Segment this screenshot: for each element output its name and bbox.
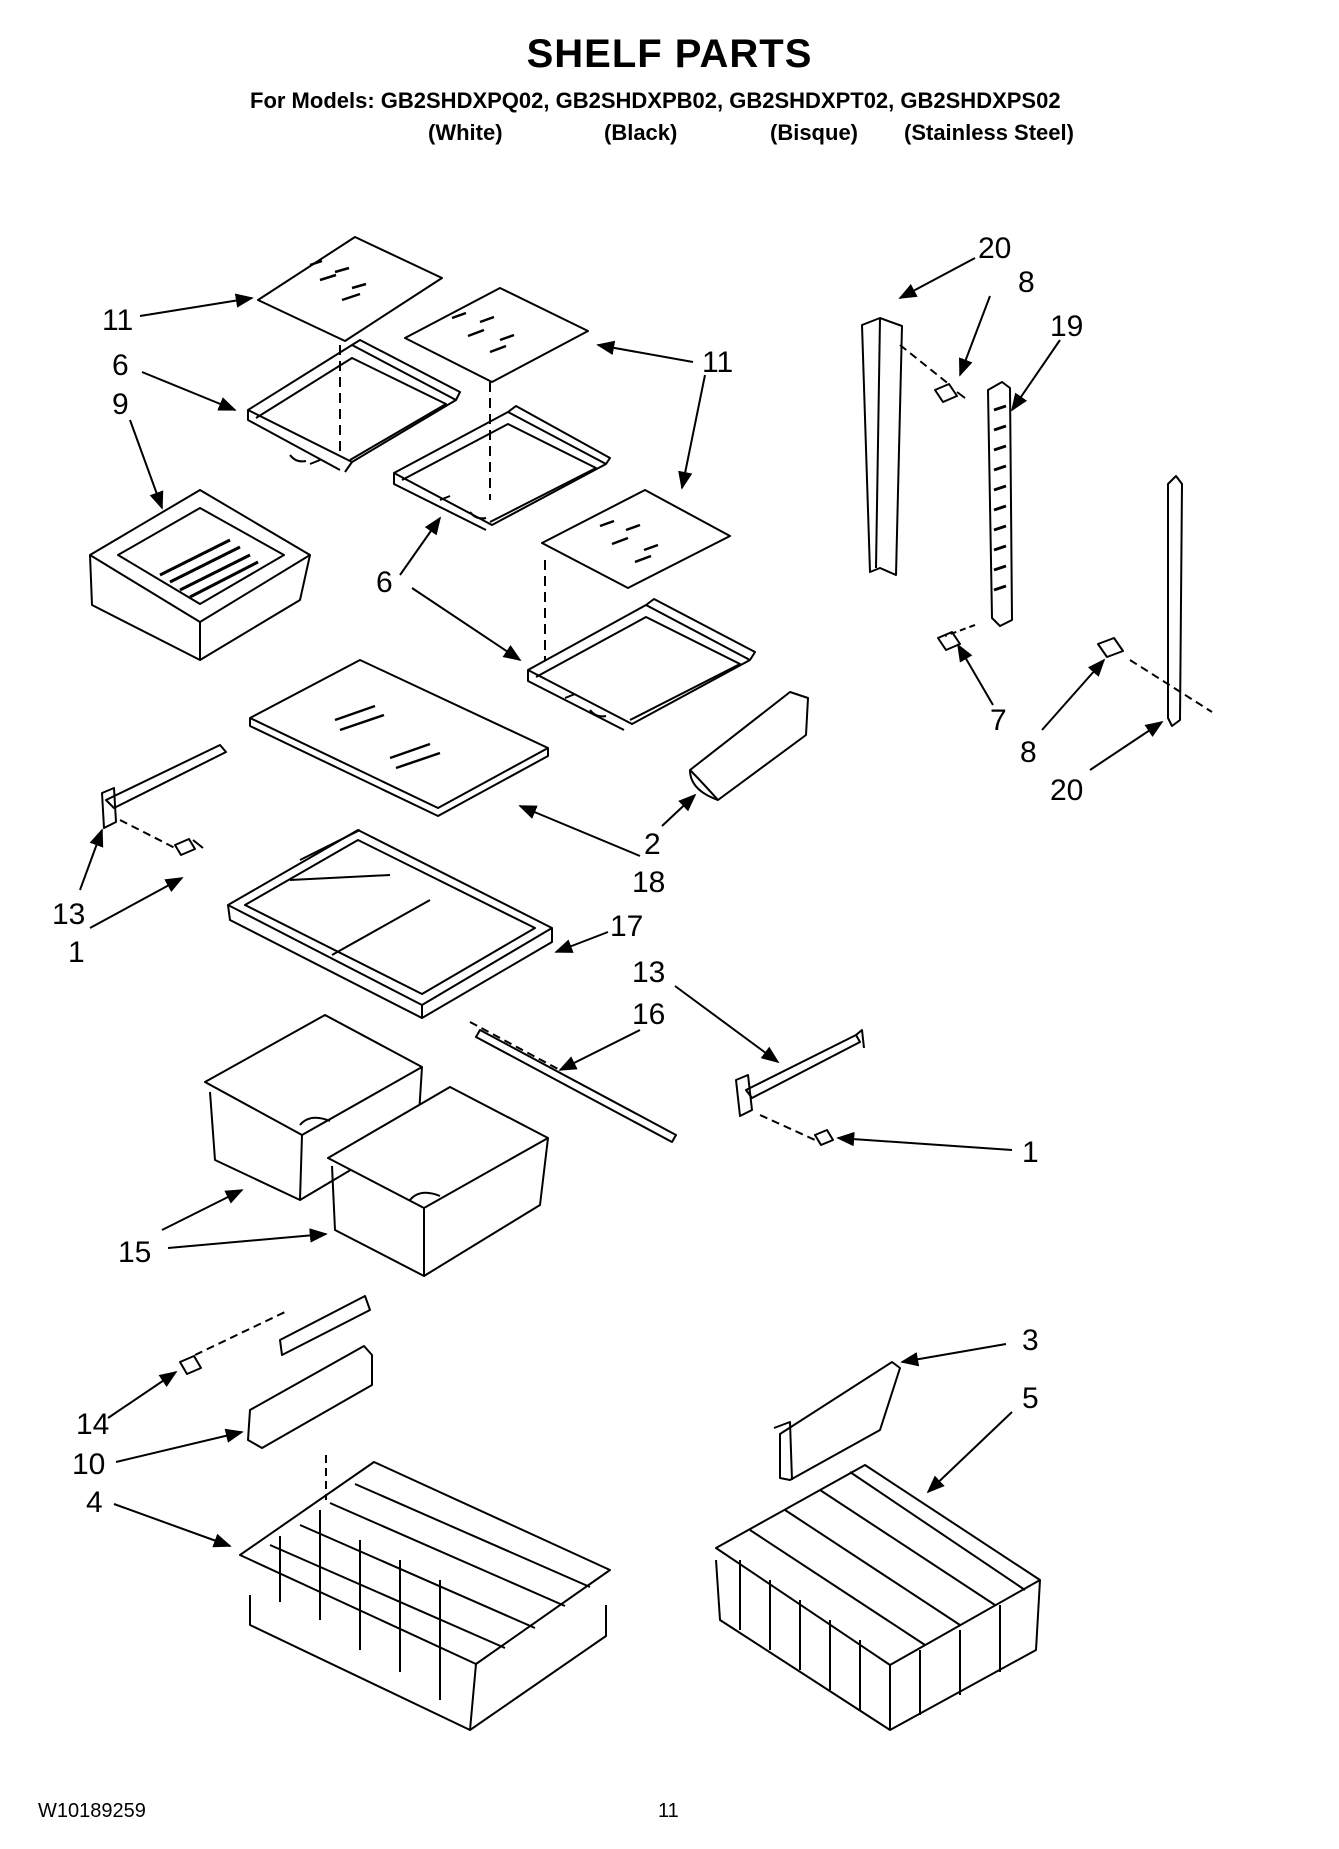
screw-part-8-bottom — [1097, 637, 1124, 658]
color-stainless: (Stainless Steel) — [904, 120, 1074, 145]
screw-part-14 — [179, 1355, 202, 1375]
shelf-frame-part-6-b — [393, 382, 611, 531]
callout-16: 16 — [632, 998, 665, 1031]
glass-shelf-part-11-a — [257, 236, 443, 342]
callout-4: 4 — [86, 1486, 103, 1519]
basket-divider-part-10 — [194, 1295, 373, 1500]
glass-shelf-part-18 — [249, 659, 549, 817]
wire-basket-part-4 — [239, 1461, 611, 1731]
glass-shelf-part-11-c — [541, 489, 731, 589]
rear-rail-part-20-right — [1129, 475, 1213, 727]
page-title: SHELF PARTS — [526, 32, 813, 76]
drawer-frame-part-17 — [227, 829, 561, 1071]
callout-3: 3 — [1022, 1324, 1039, 1357]
callout-20-top: 20 — [978, 232, 1011, 265]
callout-17: 17 — [610, 910, 643, 943]
callout-8-top: 8 — [1018, 266, 1035, 299]
pan-slide-part-13-right — [735, 1029, 865, 1146]
callout-1-left: 1 — [68, 936, 85, 969]
color-white: (White) — [428, 120, 503, 145]
wire-basket-part-5 — [715, 1464, 1041, 1731]
glass-shelf-part-11-b — [404, 287, 589, 383]
rear-rail-part-20-left — [861, 317, 951, 576]
document-number: W10189259 — [38, 1800, 146, 1822]
callout-2: 2 — [644, 828, 661, 861]
screw-part-7 — [937, 631, 961, 651]
screw-part-8-top — [934, 383, 966, 403]
color-black: (Black) — [604, 120, 678, 145]
callout-18: 18 — [632, 866, 665, 899]
shelf-frame-part-6-a — [247, 339, 461, 473]
callout-13-left: 13 — [52, 898, 85, 931]
rod-part-16 — [475, 1029, 677, 1143]
models-line: For Models: GB2SHDXPQ02, GB2SHDXPB02, GB… — [250, 88, 1061, 113]
callout-8-bottom: 8 — [1020, 736, 1037, 769]
basket-divider-part-3 — [773, 1361, 901, 1481]
callout-14: 14 — [76, 1408, 109, 1441]
callout-19: 19 — [1050, 310, 1083, 343]
callout-6-middle: 6 — [376, 566, 393, 599]
rear-rail-part-19 — [944, 381, 1013, 637]
crisper-drawer-part-9 — [89, 489, 311, 661]
callout-11-left: 11 — [102, 304, 133, 337]
pan-part-15-b — [327, 1086, 549, 1277]
leader-lines — [79, 257, 1164, 1548]
shelf-frame-part-6-c — [527, 560, 756, 731]
callout-15: 15 — [118, 1236, 151, 1269]
callout-10: 10 — [72, 1448, 105, 1481]
pan-slide-part-13-left — [101, 744, 227, 856]
callout-11-right: 11 — [702, 346, 733, 379]
page-number: 11 — [658, 1800, 679, 1822]
callout-7: 7 — [990, 704, 1007, 737]
callout-6-top: 6 — [112, 349, 129, 382]
callout-13-right: 13 — [632, 956, 665, 989]
callout-labels: 20 8 19 11 6 9 11 6 7 8 20 2 18 13 1 17 … — [52, 232, 1083, 1519]
callout-9: 9 — [112, 388, 129, 421]
callout-20-bottom: 20 — [1050, 774, 1083, 807]
color-bisque: (Bisque) — [770, 120, 858, 145]
deli-cover-part-2 — [689, 691, 809, 801]
callout-5: 5 — [1022, 1382, 1039, 1415]
callout-1-right: 1 — [1022, 1136, 1039, 1169]
